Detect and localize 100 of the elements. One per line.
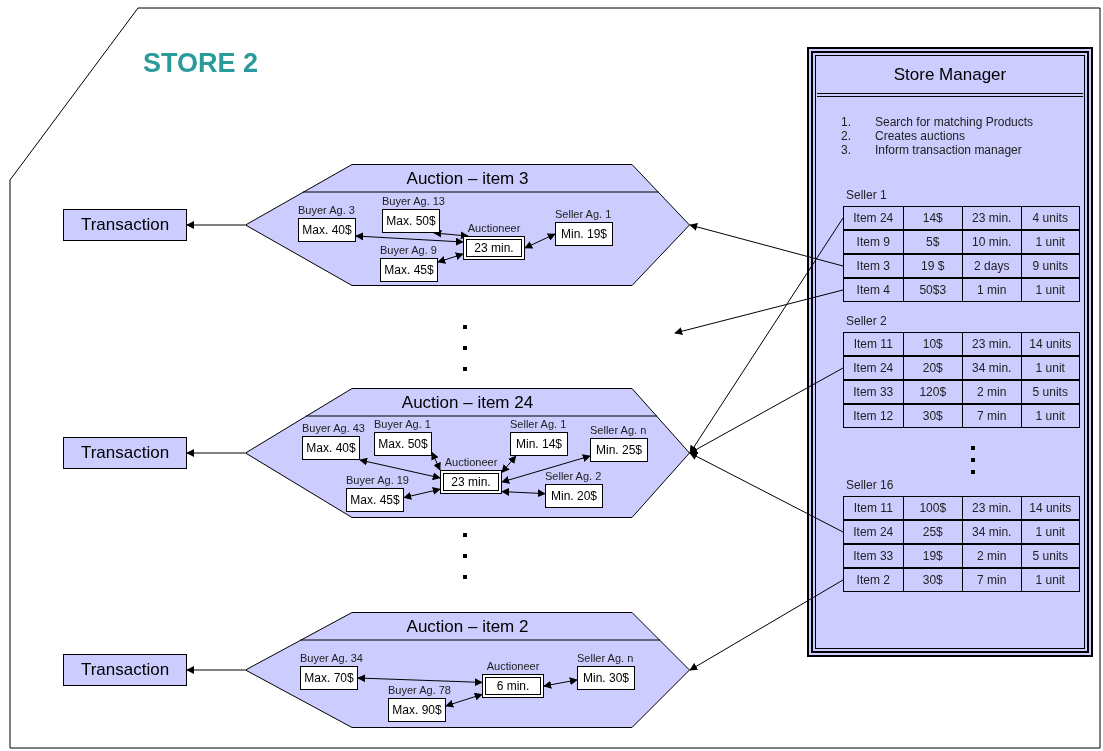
- table-cell: 50$3: [902, 279, 962, 301]
- table-cell: 120$: [902, 381, 962, 403]
- arrow: [674, 289, 844, 336]
- agent-label: Seller Ag. 1: [510, 418, 567, 431]
- double-arrow: [437, 252, 464, 264]
- table-cell: 100$: [902, 497, 962, 519]
- table-cell-text: Item 3: [855, 258, 891, 275]
- value-card: Min. 14$: [510, 432, 568, 456]
- table-cell-text: Item 24: [852, 360, 895, 377]
- table-cell: 14 units: [1020, 333, 1079, 355]
- auction-title: Auction – item 24: [401, 393, 534, 411]
- arrow: [186, 666, 246, 674]
- process-box: Transaction: [63, 437, 187, 469]
- agent-label: Buyer Ag. 1: [374, 418, 431, 431]
- table-row: [843, 278, 1080, 302]
- table-cell: 1 unit: [1020, 231, 1079, 253]
- double-arrow: [355, 232, 464, 246]
- manager-panel: [807, 47, 1093, 657]
- double-arrow: [357, 674, 483, 687]
- double-arrow: [501, 454, 591, 484]
- double-arrow: [501, 487, 546, 498]
- table-cell: 1 min: [962, 279, 1021, 301]
- table-cell: 30$: [902, 569, 962, 591]
- table-cell: 1 unit: [1020, 569, 1079, 591]
- table-cell: 9 units: [1020, 255, 1079, 277]
- agent-label: Seller Ag. 1: [555, 208, 612, 221]
- double-arrow: [501, 455, 517, 473]
- double-arrow: [445, 692, 483, 708]
- agent-label: Auctioneer: [485, 660, 541, 673]
- table-cell-text: Item 24: [852, 524, 895, 541]
- agent-label: Auctioneer: [466, 222, 522, 235]
- panel-header: Store Manager: [817, 57, 1083, 97]
- table-cell: 2 min: [962, 545, 1021, 567]
- value-card: Max. 45$: [380, 258, 438, 282]
- arrow: [689, 452, 844, 533]
- table-row: [843, 568, 1080, 592]
- double-arrow: [359, 457, 441, 481]
- table-cell: 1 unit: [1020, 357, 1079, 379]
- double-arrow: [543, 677, 578, 689]
- agent-label: Buyer Ag. 13: [382, 195, 445, 208]
- timer-card: 6 min.: [482, 674, 544, 698]
- value-card: Min. 19$: [555, 222, 613, 246]
- table-row: [843, 254, 1080, 278]
- arrow: [689, 217, 844, 454]
- table-cell: 14$: [902, 207, 962, 229]
- table-title: Seller 16: [846, 478, 894, 492]
- table-cell-text: Item 4: [855, 282, 891, 299]
- arrow: [689, 223, 844, 267]
- table-cell: 34 min.: [962, 357, 1021, 379]
- table-row: [843, 206, 1080, 230]
- table-cell: 1 unit: [1020, 521, 1079, 543]
- arrow: [689, 367, 844, 454]
- table-cell: 5 units: [1020, 545, 1079, 567]
- table-cell: 14 units: [1020, 497, 1079, 519]
- table-cell-text: Item 24: [852, 210, 895, 227]
- double-arrow: [431, 451, 441, 471]
- table-row: [843, 520, 1080, 544]
- agent-label: Buyer Ag. 78: [388, 684, 451, 697]
- list-number: 1.: [841, 115, 852, 129]
- table-cell: 10 min.: [962, 231, 1021, 253]
- table-cell-text: Item 33: [852, 548, 895, 565]
- table-row: [843, 544, 1080, 568]
- table-cell: 7 min: [962, 405, 1021, 427]
- timer-card: 23 min.: [463, 236, 525, 260]
- agent-label: Buyer Ag. 34: [300, 652, 363, 665]
- process-box: Transaction: [63, 209, 187, 241]
- list-item: Inform transaction manager: [875, 143, 1022, 157]
- value-card: Max. 40$: [302, 436, 360, 460]
- arrow: [689, 579, 844, 671]
- auction-title: Auction – item 3: [406, 169, 529, 187]
- agent-label: Buyer Ag. 3: [298, 204, 355, 217]
- table-cell: 19 $: [902, 255, 962, 277]
- value-card: Max. 50$: [374, 432, 432, 456]
- table-title: Seller 1: [846, 188, 887, 202]
- table-cell: 23 min.: [962, 207, 1021, 229]
- process-box: Transaction: [63, 654, 187, 686]
- table-cell: 19$: [902, 545, 962, 567]
- agent-label: Buyer Ag. 43: [302, 422, 365, 435]
- table-row: [843, 404, 1080, 428]
- page-title: STORE 2: [143, 50, 259, 77]
- value-card: Max. 40$: [298, 218, 356, 242]
- table-cell: 23 min.: [962, 497, 1021, 519]
- table-row: [843, 356, 1080, 380]
- table-cell: 7 min: [962, 569, 1021, 591]
- arrow: [186, 221, 246, 229]
- table-title: Seller 2: [846, 314, 887, 328]
- table-cell: 5 units: [1020, 381, 1079, 403]
- list-item: Creates auctions: [875, 129, 966, 143]
- list-number: 2.: [841, 129, 852, 143]
- table-cell: 1 unit: [1020, 405, 1079, 427]
- double-arrow: [524, 233, 556, 249]
- table-cell: 1 unit: [1020, 279, 1079, 301]
- double-arrow: [433, 229, 469, 240]
- value-card: Max. 50$: [382, 209, 440, 233]
- agent-label: Seller Ag. n: [577, 652, 634, 665]
- auction-title: Auction – item 2: [406, 617, 529, 635]
- value-card: Max. 45$: [346, 488, 404, 512]
- agent-label: Seller Ag. 2: [545, 470, 602, 483]
- table-cell: 34 min.: [962, 521, 1021, 543]
- table-row: [843, 380, 1080, 404]
